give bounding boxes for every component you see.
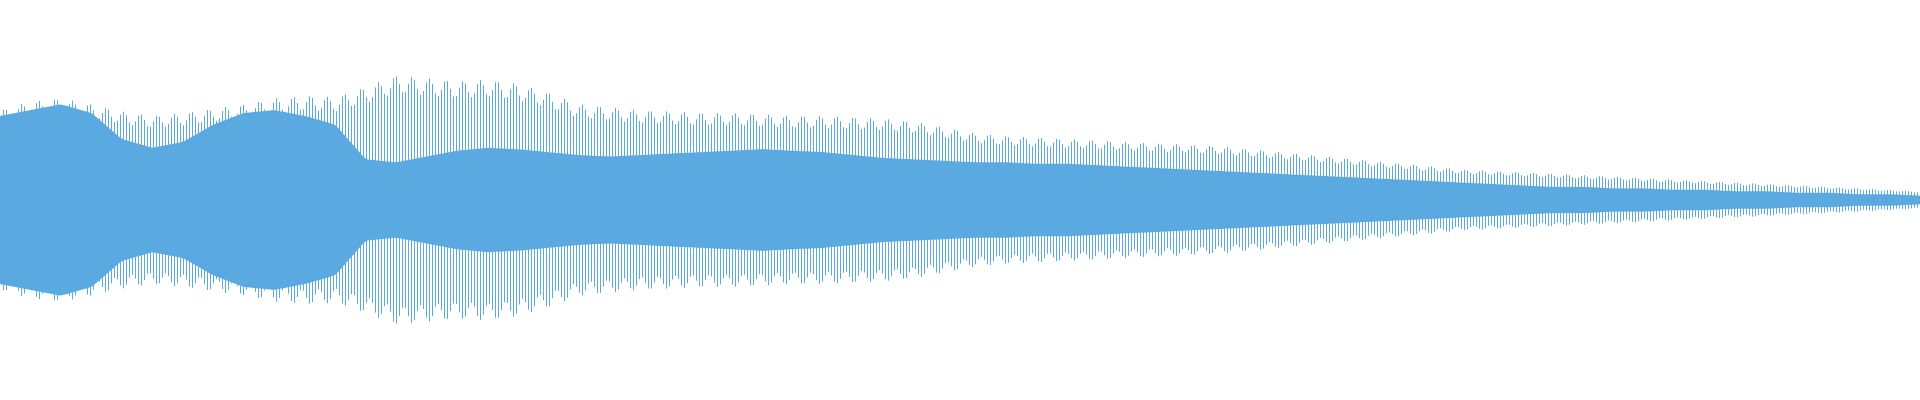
waveform-body	[0, 104, 1920, 296]
waveform-inner-body	[0, 104, 1920, 296]
